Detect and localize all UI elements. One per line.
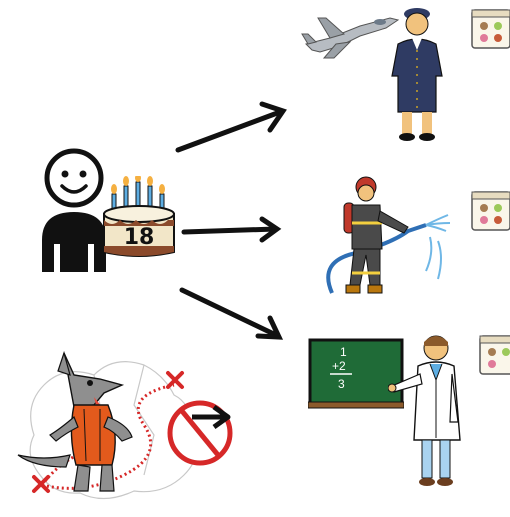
firefighter-icon — [322, 175, 452, 300]
teacher-icon — [388, 330, 468, 490]
board-line-2: +2 — [332, 359, 346, 373]
wolf-icon — [17, 350, 133, 492]
arrow-icon — [175, 101, 287, 153]
person-icon — [42, 148, 106, 272]
no-entry-icon — [167, 400, 233, 466]
arrow-icon — [181, 216, 282, 243]
wolf-scene — [4, 345, 244, 515]
arrow-icon — [179, 287, 284, 340]
board-line-1: 1 — [340, 345, 347, 359]
fighter-jet-icon — [300, 10, 402, 60]
person-with-cake — [38, 140, 178, 280]
birthday-cake-icon: 18 — [100, 176, 178, 258]
chalkboard-icon: 1 +2 3 — [308, 338, 404, 410]
calendar-icon — [478, 330, 510, 376]
cake-age-number: 18 — [124, 225, 155, 250]
air-force-pilot-icon — [386, 4, 448, 142]
calendar-icon — [470, 186, 510, 232]
board-line-3: 3 — [338, 377, 345, 391]
calendar-icon — [470, 4, 510, 50]
